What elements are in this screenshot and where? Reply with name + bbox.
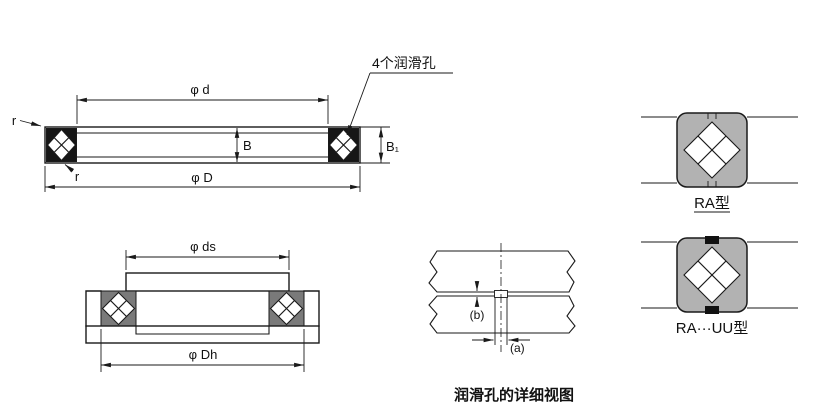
lubrication-note-label: 4个润滑孔 [372,55,436,71]
housing-left-wall [85,290,102,327]
ra-uu-type-symbol: RA···UU型 [641,236,798,337]
dim-phi-Dh: φ Dh [100,329,305,372]
dim-phi-ds: φ ds [125,239,290,270]
dim-b: (b) [470,281,485,322]
r-callout-top: r [12,113,42,128]
top-section-drawing: φ d φ D B B₁ r r [12,55,453,192]
dim-phi-d: φ d [76,82,329,124]
dim-a: (a) [472,337,530,355]
roller-x-line [697,260,727,290]
roller-x-line [54,137,69,153]
roller-x-line [336,137,351,153]
crossed-roller-block-left [46,128,77,162]
detail-upper-plate [428,250,576,293]
roller-x-line [278,300,295,317]
roller-x-line [697,135,727,165]
dim-label-B1: B₁ [386,139,400,154]
seal-top [705,236,719,244]
ra-type-label: RA型 [694,195,730,212]
lubrication-note: 4个润滑孔 [346,55,453,136]
seal-bottom [705,306,719,314]
dim-label-phi-Dh: φ Dh [189,347,218,362]
r-callout-bottom: r [64,164,80,184]
dim-phi-D: φ D [44,166,361,192]
lubrication-hole-detail: (b) (a) 润滑孔的详细视图 [428,243,576,404]
r-label-bottom: r [75,169,80,184]
detail-caption: 润滑孔的详细视图 [454,386,574,404]
ra-uu-type-label: RA···UU型 [676,320,749,337]
clamp-ring-rect [125,272,290,292]
crossed-roller-block-right [328,128,359,162]
dim-label-B: B [243,138,252,153]
dim-B: B [234,128,252,162]
dim-B1: B₁ [360,126,400,164]
crossed-roller-block-right-lower [268,290,305,327]
housing-right-wall [303,290,320,327]
dim-label-b: (b) [470,308,485,322]
roller-x-line [110,300,127,317]
housing-recess [135,326,270,335]
mounting-section-drawing: φ ds φ Dh [85,239,320,372]
bearing-outer-rect [44,126,361,164]
dim-label-phi-D: φ D [191,170,212,185]
housing-base [85,325,320,344]
crossed-roller-block-left-lower [100,290,137,327]
housing [85,290,320,344]
ra-type-symbol: RA型 [641,112,798,213]
dim-label-phi-ds: φ ds [190,239,216,254]
detail-lower-plate [428,295,576,334]
lubrication-note-leader [346,72,371,136]
dim-label-phi-d: φ d [190,82,209,97]
dim-label-a: (a) [510,341,525,355]
r-label-top: r [12,113,17,128]
